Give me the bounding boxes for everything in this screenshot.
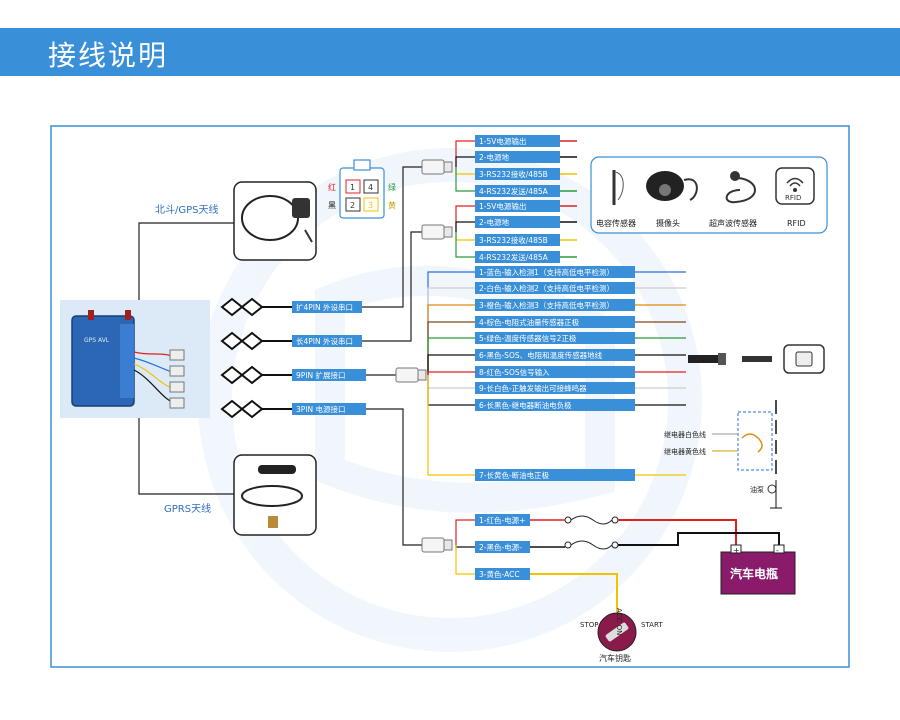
power-wires: 1-红色-电源+ 2-黑色-电源- 3-黄色-ACC — [455, 514, 565, 580]
serial2-wires: 1-5V电源输出 2-电源地 3-RS232接收/485B 4-RS232发送/485… — [455, 200, 577, 263]
wire-label: 1-5V电源输出 — [479, 136, 526, 146]
ninepin-connector — [395, 367, 427, 383]
power-connector — [421, 537, 453, 553]
wire-label: 2-白色-输入检测2（支持高低电平检测） — [479, 283, 614, 293]
wire-label: 7-长黄色-断油电正极 — [479, 470, 550, 480]
accessory-label-rfid: RFID — [787, 219, 806, 228]
rfid-icon: RFID — [775, 167, 815, 205]
svg-text:1: 1 — [350, 183, 355, 192]
wire-label: 1-蓝色-输入检测1（支持高低电平检测） — [479, 267, 614, 277]
wire-label: 4-RS232发送/485A — [479, 186, 549, 196]
svg-text:汽车电瓶: 汽车电瓶 — [730, 566, 778, 581]
gprs-antenna-cable — [138, 418, 234, 495]
serial1-wires: 1-5V电源输出 2-电源地 3-RS232接收/485B 4-RS232发送/485… — [455, 135, 577, 197]
wire-label: 2-电源地 — [479, 217, 509, 227]
serial2-connector — [421, 224, 453, 240]
legend-color-black: 黑 — [328, 201, 336, 210]
legend-color-yellow: 黄 — [388, 200, 396, 210]
serial1-connector — [421, 159, 453, 175]
wire-label: 1-5V电源输出 — [479, 201, 526, 211]
fuel-pump-label: 油泵 — [750, 485, 764, 494]
page-title: 接线说明 — [48, 39, 169, 72]
port-label: 9PIN 扩展接口 — [296, 370, 346, 380]
port-cables — [362, 166, 422, 546]
accessory-label-ultrasonic: 超声波传感器 — [709, 218, 757, 228]
relay-yellow-wire-label: 继电器黄色线 — [664, 447, 706, 456]
wire-labels: 1-5V电源输出 2-电源地 3-RS232接收/485B 4-RS232发送/485… — [395, 135, 686, 580]
gprs-antenna-label: GPRS天线 — [164, 502, 211, 515]
ultrasonic-sensor-icon — [725, 171, 756, 204]
wire-label: 9-长白色-正触发输出可接蜂鸣器 — [479, 383, 587, 393]
wire-label: 4-棕色-电阻式油量传感器正极 — [479, 317, 580, 327]
port-1: 扩4PIN 外设串口 — [220, 297, 362, 317]
port-label: 扩4PIN 外设串口 — [296, 302, 353, 312]
accessory-label-camera: 摄像头 — [656, 218, 680, 228]
wire-label: 1-红色-电源+ — [479, 515, 525, 525]
port-4: 3PIN 电源接口 — [220, 399, 366, 419]
wire-label: 6-长黑色-继电器断油电负极 — [479, 400, 572, 410]
ninepin-wires: 1-蓝色-输入检测1（支持高低电平检测） 2-白色-输入检测2（支持高低电平检测）… — [427, 266, 686, 481]
car-battery: + - 汽车电瓶 — [720, 544, 796, 595]
wire-label: 2-黑色-电源- — [479, 542, 522, 552]
battery-negative-cable — [618, 532, 780, 550]
acc-cable — [528, 573, 618, 612]
wire-label: 3-RS232接收/485B — [479, 235, 548, 245]
gps-antenna-cable — [138, 222, 234, 300]
svg-text:STOP: STOP — [580, 621, 598, 629]
tracker-device: GPS AVL — [60, 300, 210, 418]
legend-color-red: 红 — [328, 182, 336, 192]
connector-pin-legend: 1 4 2 3 红 绿 黑 黄 — [328, 159, 396, 219]
accessory-label-capacitive: 电容传感器 — [596, 218, 636, 228]
wire-label: 3-黄色-ACC — [479, 569, 520, 579]
camera-icon — [646, 171, 698, 201]
port-label: 长4PIN 外设串口 — [296, 336, 353, 346]
sos-button-image — [688, 344, 825, 374]
wire-label: 4-RS232发送/485A — [479, 252, 549, 262]
legend-color-green: 绿 — [388, 183, 396, 192]
accessory-panel: RFID 电容传感器 摄像头 超声波传感器 RFID — [590, 156, 828, 234]
battery-positive-cable — [618, 519, 737, 550]
port-label: 3PIN 电源接口 — [296, 404, 346, 414]
wire-label: 3-RS232接收/485B — [479, 169, 548, 179]
wire-label: 6-黑色-SOS、电阻和温度传感器地线 — [479, 350, 603, 360]
svg-text:RFID: RFID — [785, 194, 801, 202]
svg-text:-: - — [776, 546, 779, 555]
capacitive-sensor-icon — [612, 170, 624, 205]
port-2: 长4PIN 外设串口 — [220, 331, 362, 351]
svg-text:+: + — [733, 546, 740, 555]
svg-text:4: 4 — [368, 183, 373, 192]
svg-text:ACC ON: ACC ON — [615, 608, 623, 635]
relay-white-wire-label: 继电器白色线 — [664, 430, 706, 439]
svg-text:2: 2 — [350, 201, 355, 210]
svg-text:START: START — [641, 621, 663, 629]
gps-antenna-label: 北斗/GPS天线 — [155, 203, 219, 216]
svg-text:3: 3 — [368, 201, 373, 210]
wire-label: 8-红色-SOS信号输入 — [479, 367, 550, 377]
ignition-key: STOP START ACC ON 汽车钥匙 — [580, 608, 663, 663]
relay-diagram: 继电器白色线 继电器黄色线 油泵 — [664, 400, 782, 509]
wire-label: 3-橙色-输入检测3（支持高低电平检测） — [479, 300, 614, 310]
header-banner: 接线说明 — [0, 28, 900, 76]
svg-text:汽车钥匙: 汽车钥匙 — [599, 653, 631, 663]
fuses — [564, 515, 619, 550]
gps-antenna-image — [233, 181, 317, 261]
gprs-antenna-image — [233, 454, 317, 536]
wire-label: 2-电源地 — [479, 152, 509, 162]
svg-text:GPS AVL: GPS AVL — [84, 337, 110, 344]
port-3: 9PIN 扩展接口 — [220, 365, 366, 385]
wire-label: 5-绿色-温度传感器信号2正极 — [479, 333, 577, 343]
